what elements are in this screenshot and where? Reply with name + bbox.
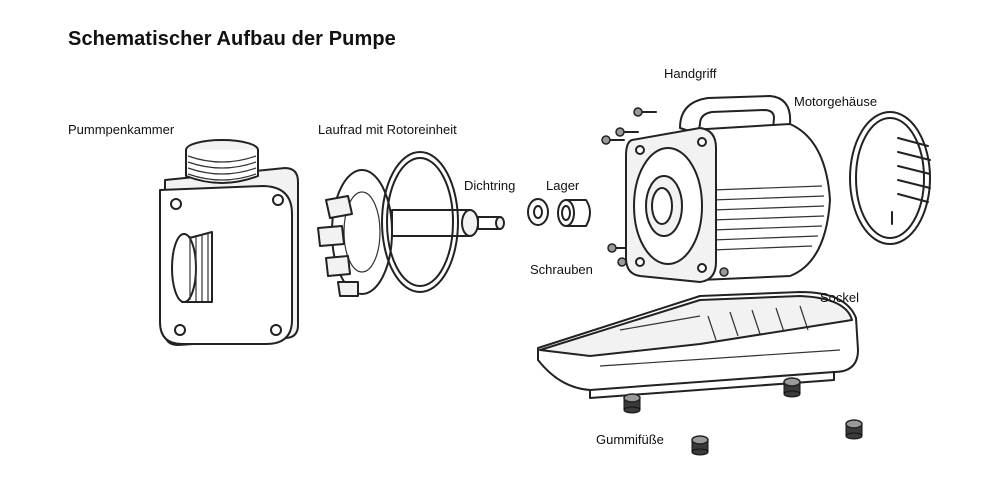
label-base: Sockel (820, 290, 860, 305)
pump-chamber-part (159, 139, 299, 346)
diagram-title: Schematischer Aufbau der Pumpe (68, 28, 396, 50)
seal-ring-part (381, 151, 459, 293)
label-seal-ring: Dichtring (464, 178, 516, 193)
label-handle: Handgriff (664, 66, 717, 81)
label-rubber-feet: Gummifüße (596, 432, 664, 447)
label-motor-housing: Motorgehäuse (794, 94, 878, 109)
label-screws: Schrauben (530, 262, 593, 277)
label-bearing: Lager (546, 178, 580, 193)
motor-part (625, 95, 831, 283)
label-impeller-rotor: Laufrad mit Rotoreinheit (318, 122, 457, 137)
label-pump-chamber: Pummpenkammer (68, 122, 175, 137)
motor-cover-ring-part (849, 111, 931, 245)
rubber-feet-parts (623, 377, 863, 456)
base-part (537, 291, 859, 399)
impeller-rotor-part (317, 169, 505, 297)
bearing-parts (527, 198, 591, 227)
